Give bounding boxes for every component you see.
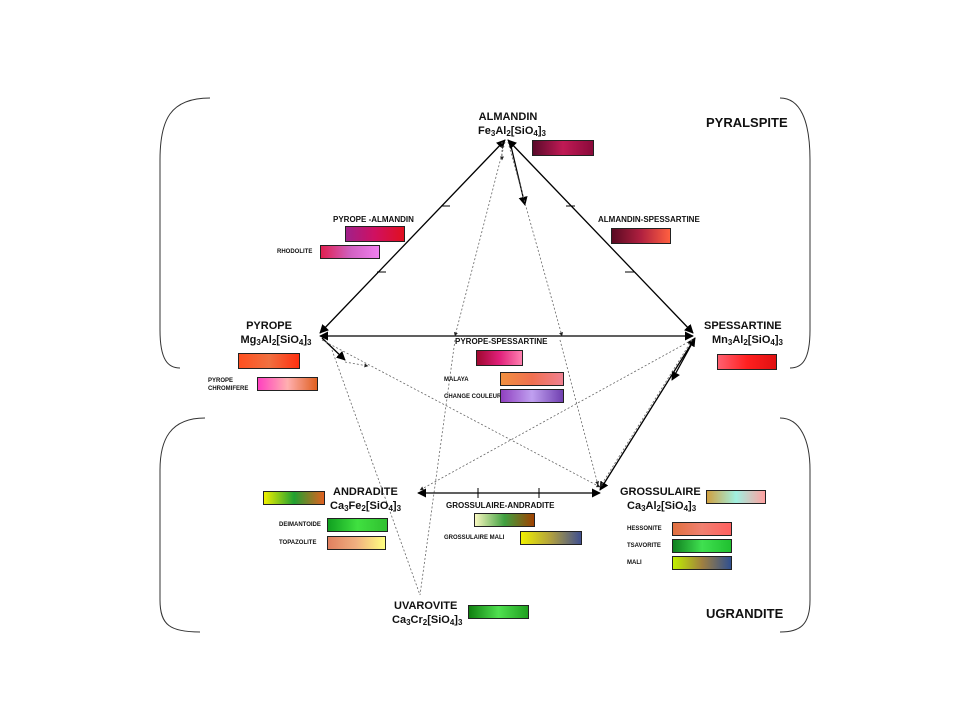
almandin-formula: Fe3Al2[SiO4]3	[478, 125, 546, 138]
grossulaire-andradite-swatch	[474, 513, 535, 527]
pyrope-name: PYROPE	[246, 320, 292, 332]
tsavorite-swatch	[672, 539, 732, 553]
pyrope-almandin-label: PYROPE -ALMANDIN	[333, 215, 414, 224]
hessonite-swatch	[672, 522, 732, 536]
edge-spessartine-inner	[671, 337, 696, 381]
change-couleur-label: CHANGE COULEUR	[444, 394, 502, 400]
andradite-name: ANDRADITE	[333, 486, 398, 498]
edge-ticks	[377, 205, 634, 498]
pyrope-chromifere-label-2: CHROMIFERE	[208, 386, 249, 392]
rhodolite-label: RHODOLITE	[277, 249, 313, 255]
almandin-spessartine-label: ALMANDIN-SPESSARTINE	[598, 215, 700, 224]
pyrope-spessartine-label: PYROPE-SPESSARTINE	[455, 337, 548, 346]
uvarovite-name: UVAROVITE	[394, 600, 458, 612]
grossulaire-mali-label: GROSSULAIRE MALI	[444, 535, 505, 541]
topazolite-swatch	[327, 536, 386, 550]
mali-swatch	[672, 556, 732, 570]
malaya-label: MALAYA	[444, 377, 469, 383]
almandin-name: ALMANDIN	[478, 111, 538, 123]
hessonite-label: HESSONITE	[627, 526, 662, 532]
pyrope-chromifere-swatch	[257, 377, 318, 391]
change-couleur-swatch	[500, 389, 564, 403]
almandin-spessartine-swatch	[611, 228, 671, 244]
tsavorite-label: TSAVORITE	[627, 543, 661, 549]
edge-pyrope-inner	[321, 337, 346, 361]
malaya-swatch	[500, 372, 564, 386]
rhodolite-swatch	[320, 245, 380, 259]
spessartine-name: SPESSARTINE	[704, 320, 782, 332]
andradite-formula: Ca3Fe2[SiO4]3	[330, 500, 402, 513]
grossulaire-andradite-label: GROSSULAIRE-ANDRADITE	[446, 501, 555, 510]
pyralspite-bracket	[159, 97, 811, 369]
grossulaire-name: GROSSULAIRE	[620, 486, 701, 498]
ugrandite-label: UGRANDITE	[706, 606, 784, 621]
edge-spessartine-grossulaire	[599, 337, 696, 491]
pyrope-almandin-swatch	[345, 226, 405, 242]
pyrope-chromifere-label-1: PYROPE	[208, 378, 234, 384]
mali-label: MALI	[627, 560, 642, 566]
spessartine-swatch	[717, 354, 777, 370]
demantoide-swatch	[327, 518, 388, 532]
uvarovite-swatch	[468, 605, 529, 619]
solid-edges	[319, 139, 696, 498]
edge-pyrope-almandin	[319, 139, 506, 334]
grossulaire-mali-swatch	[520, 531, 582, 545]
almandin-swatch	[532, 140, 594, 156]
grossulaire-swatch	[706, 490, 766, 504]
pyralspite-label: PYRALSPITE	[706, 115, 788, 130]
dotted-relations	[321, 141, 693, 596]
grossulaire-formula: Ca3Al2[SiO4]3	[627, 500, 697, 513]
pyrope-swatch	[238, 353, 300, 369]
spessartine-formula: Mn3Al2[SiO4]3	[712, 334, 783, 347]
pyrope-spessartine-swatch	[476, 350, 523, 366]
edge-almandin-spessartine	[507, 139, 694, 334]
demantoide-label: DEIMANTOIDE	[279, 522, 321, 528]
ugrandite-bracket	[159, 417, 811, 633]
edge-almandin-inner	[509, 141, 528, 206]
andradite-swatch	[263, 491, 325, 505]
uvarovite-formula: Ca3Cr2[SiO4]3	[392, 614, 463, 627]
pyrope-formula: Mg3Al2[SiO4]3	[240, 334, 312, 347]
topazolite-label: TOPAZOLITE	[279, 540, 317, 546]
